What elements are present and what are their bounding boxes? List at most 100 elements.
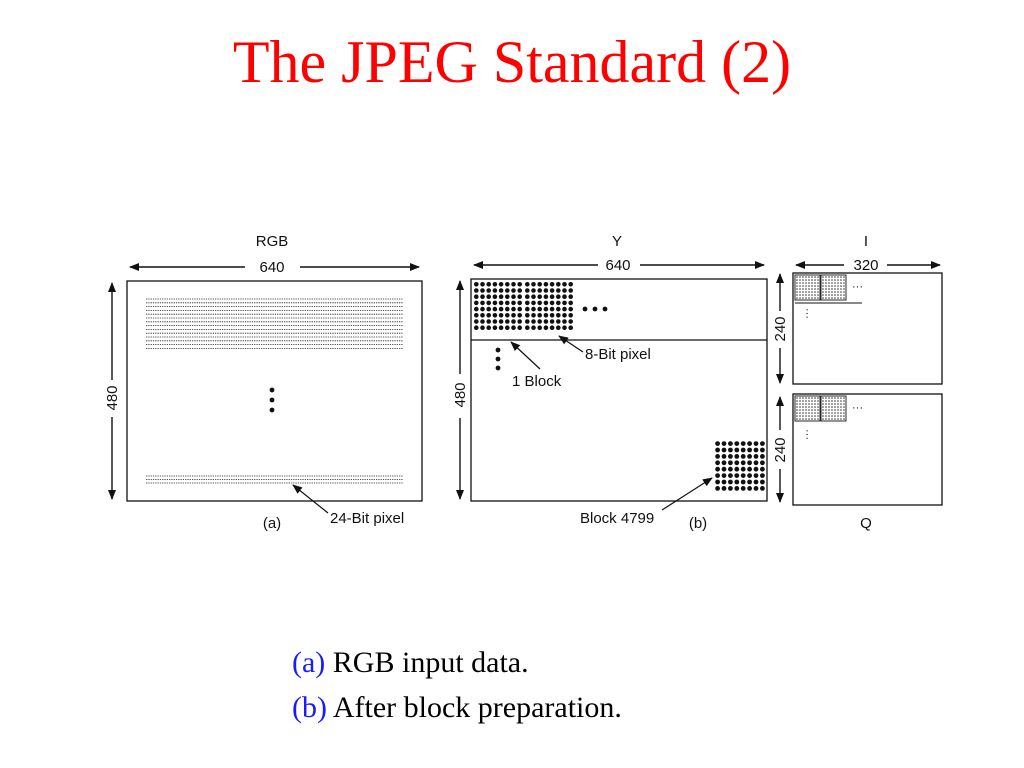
pixel-dot bbox=[834, 285, 836, 287]
pixel-dot bbox=[549, 300, 555, 306]
pixel-dot bbox=[811, 279, 813, 281]
pixel-dot bbox=[834, 406, 836, 408]
pixel-dot bbox=[760, 466, 765, 472]
pixel-dot bbox=[825, 285, 827, 287]
pixel-dot bbox=[728, 479, 733, 485]
pixel-dot bbox=[805, 412, 807, 414]
pixel-dot bbox=[834, 400, 836, 402]
pixel-dot bbox=[734, 460, 740, 466]
pixel-dot bbox=[825, 397, 827, 399]
pixel-dot bbox=[828, 412, 830, 414]
pixel-dot bbox=[753, 466, 759, 472]
pixel-dot bbox=[825, 279, 827, 281]
pixel-dot bbox=[814, 282, 816, 284]
pixel-dot bbox=[808, 288, 810, 290]
pixel-dot bbox=[802, 297, 804, 299]
pixel-dot bbox=[837, 276, 839, 278]
pixel-dot bbox=[474, 306, 479, 312]
pixel-dot bbox=[728, 473, 733, 478]
pixel-dot bbox=[799, 276, 801, 278]
pixel-dot bbox=[843, 409, 845, 411]
pixel-dot bbox=[831, 406, 833, 408]
pixel-dot bbox=[486, 306, 491, 312]
pixel-dot bbox=[568, 325, 573, 330]
rgb-vertical-ellipsis bbox=[269, 387, 275, 413]
pixel-dot bbox=[814, 279, 816, 281]
q-image-frame bbox=[792, 393, 943, 506]
pixel-dot bbox=[825, 291, 827, 293]
pixel-dot bbox=[828, 297, 830, 299]
pixel-dot bbox=[734, 466, 740, 472]
pixel-dot bbox=[740, 447, 746, 453]
pixel-dot bbox=[525, 282, 530, 287]
pixel-dot bbox=[505, 313, 510, 318]
pixel-dot bbox=[828, 415, 830, 417]
pixel-dot bbox=[811, 400, 813, 402]
pixel-dot bbox=[825, 409, 827, 411]
pixel-dot bbox=[814, 294, 816, 296]
pixel-dot bbox=[549, 288, 555, 293]
pixel-dot bbox=[808, 282, 810, 284]
pixel-dot bbox=[814, 418, 816, 420]
pixel-dot bbox=[525, 288, 530, 293]
pixel-dot bbox=[822, 403, 824, 405]
pixel-dot bbox=[747, 486, 752, 491]
pixel-dot bbox=[799, 409, 801, 411]
pixel-dot bbox=[805, 288, 807, 290]
pixel-dot bbox=[808, 409, 810, 411]
pixel-dot bbox=[537, 319, 542, 324]
pixel-dot bbox=[834, 409, 836, 411]
pixel-dot bbox=[843, 406, 845, 408]
pixel-dot bbox=[492, 313, 498, 318]
pixel-dot bbox=[837, 406, 839, 408]
pixel-dot bbox=[828, 403, 830, 405]
pixel-dot bbox=[814, 276, 816, 278]
pixel-dot bbox=[811, 285, 813, 287]
pixel-dot bbox=[474, 294, 479, 299]
pixel-dot bbox=[760, 479, 765, 485]
pixel-dot bbox=[805, 418, 807, 420]
pixel-dot bbox=[805, 294, 807, 296]
pixel-dot bbox=[498, 313, 504, 318]
pixel-dot bbox=[843, 279, 845, 281]
pixel-dot bbox=[811, 412, 813, 414]
pixel-dot bbox=[834, 397, 836, 399]
pixel-dot bbox=[511, 319, 516, 324]
pixel-dot bbox=[492, 300, 498, 306]
pixel-dot bbox=[525, 300, 530, 306]
pixel-dot bbox=[511, 313, 516, 318]
pixel-dot bbox=[543, 319, 549, 324]
pixel-dot bbox=[715, 479, 720, 485]
pixel-dot bbox=[549, 306, 555, 312]
pixel-dot bbox=[814, 412, 816, 414]
pixel-dot bbox=[799, 397, 801, 399]
pixel-dot bbox=[817, 397, 819, 399]
pixel-dot bbox=[505, 300, 510, 306]
pixel-dot bbox=[799, 412, 801, 414]
pixel-dot bbox=[840, 291, 842, 293]
pixel-dot bbox=[531, 306, 536, 312]
pixel-dot bbox=[474, 325, 479, 330]
pixel-dot bbox=[825, 406, 827, 408]
pixel-dot bbox=[811, 291, 813, 293]
pixel-dot bbox=[843, 285, 845, 287]
pixel-dot bbox=[831, 294, 833, 296]
pixel-dot bbox=[728, 447, 733, 453]
pixel-dot bbox=[802, 294, 804, 296]
pixel-dot bbox=[834, 412, 836, 414]
pixel-dot bbox=[814, 406, 816, 408]
pixel-dot bbox=[480, 325, 485, 330]
pixel-dot bbox=[796, 297, 798, 299]
pixel-dot bbox=[740, 479, 746, 485]
pixel-dot bbox=[562, 306, 567, 312]
pixel-dot bbox=[822, 412, 824, 414]
pixel-dot bbox=[505, 319, 510, 324]
pixel-dot bbox=[525, 306, 530, 312]
pixel-dot bbox=[802, 418, 804, 420]
pixel-dot bbox=[831, 397, 833, 399]
pixel-dot bbox=[568, 294, 573, 299]
pixel-dot bbox=[728, 486, 733, 491]
pixel-dot bbox=[825, 400, 827, 402]
pixel-dot bbox=[543, 300, 549, 306]
pixel-dot bbox=[808, 279, 810, 281]
